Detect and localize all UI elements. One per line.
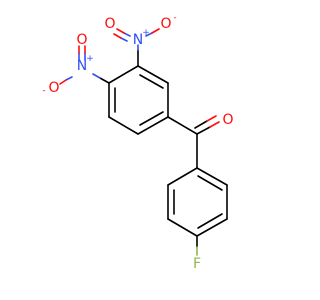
n-o-double-bond: [113, 33, 122, 39]
ring-bond-inner: [139, 74, 164, 89]
c-o-double-bond: [196, 126, 211, 135]
positive-charge-label: +: [142, 28, 150, 38]
ring-bond: [108, 116, 139, 135]
ring-bond: [137, 65, 169, 84]
ring-bond-inner: [197, 213, 223, 229]
ring-bond: [167, 218, 198, 237]
oxygen-atom-label: O: [104, 16, 115, 32]
oxygen-atom-label: O: [160, 16, 171, 32]
ring-bond-inner: [197, 175, 223, 191]
ring-bond-inner: [139, 111, 164, 126]
oxygen-atom-label: O: [48, 80, 59, 96]
n-o-bond: [145, 32, 153, 37]
upper-benzene-ring: [108, 65, 169, 135]
n-o-double-bond: [123, 32, 131, 37]
nitro-group-top: [113, 28, 160, 67]
oxygen-atom-label: O: [76, 32, 87, 48]
carbonyl-oxygen-label: O: [222, 112, 233, 128]
n-o-bond: [59, 79, 67, 85]
ring-bond: [196, 218, 228, 237]
c-n-bond: [92, 73, 101, 79]
n-o-bond: [151, 28, 160, 34]
lower-benzene-ring: [167, 167, 228, 237]
ring-bond: [137, 116, 169, 135]
c-o-double-bond: [206, 115, 217, 122]
n-o-bond: [65, 76, 73, 81]
n-o-double-bond: [116, 28, 125, 34]
carbonyl-group: [167, 115, 220, 169]
negative-charge-label: -: [42, 86, 45, 96]
c-o-double-bond: [194, 120, 208, 129]
ring-bond: [108, 65, 139, 84]
c-n-bond: [99, 77, 110, 84]
fluorine-atom-label: F: [193, 256, 201, 272]
c-c-bond: [167, 116, 198, 135]
nitrogen-atom-label: N: [77, 58, 87, 74]
molecule-structure-diagram: N + O - O N + O O - O F: [42, 13, 233, 272]
c-o-double-bond: [209, 121, 220, 128]
n-o-double-bond: [120, 37, 128, 42]
negative-charge-label: -: [173, 13, 176, 23]
positive-charge-label: +: [86, 54, 94, 64]
ring-bond: [167, 167, 198, 186]
nitrogen-atom-label: N: [133, 32, 143, 48]
nitro-group-left: [59, 45, 110, 85]
ring-bond: [196, 167, 228, 186]
